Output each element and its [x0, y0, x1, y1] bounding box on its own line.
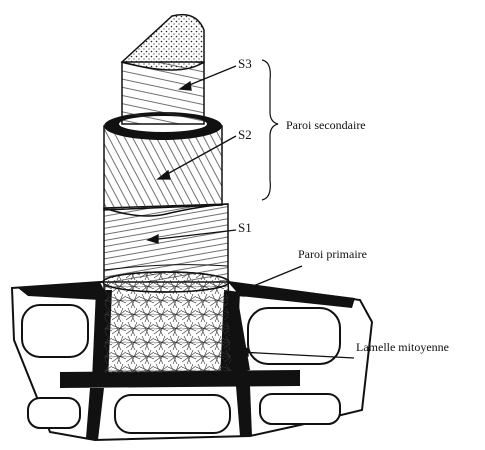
- label-s1: S1: [238, 220, 252, 236]
- s2-layer: [104, 112, 222, 210]
- label-s3: S3: [238, 56, 252, 72]
- primary-wall-mesh: [103, 272, 232, 374]
- label-lamelle-mitoyenne: Lamelle mitoyenne: [356, 340, 449, 355]
- label-s2: S2: [238, 127, 252, 143]
- label-paroi-primaire: Paroi primaire: [298, 247, 367, 262]
- s3-layer: [122, 15, 204, 124]
- label-paroi-secondaire: Paroi secondaire: [286, 118, 366, 133]
- s1-layer: [104, 204, 228, 282]
